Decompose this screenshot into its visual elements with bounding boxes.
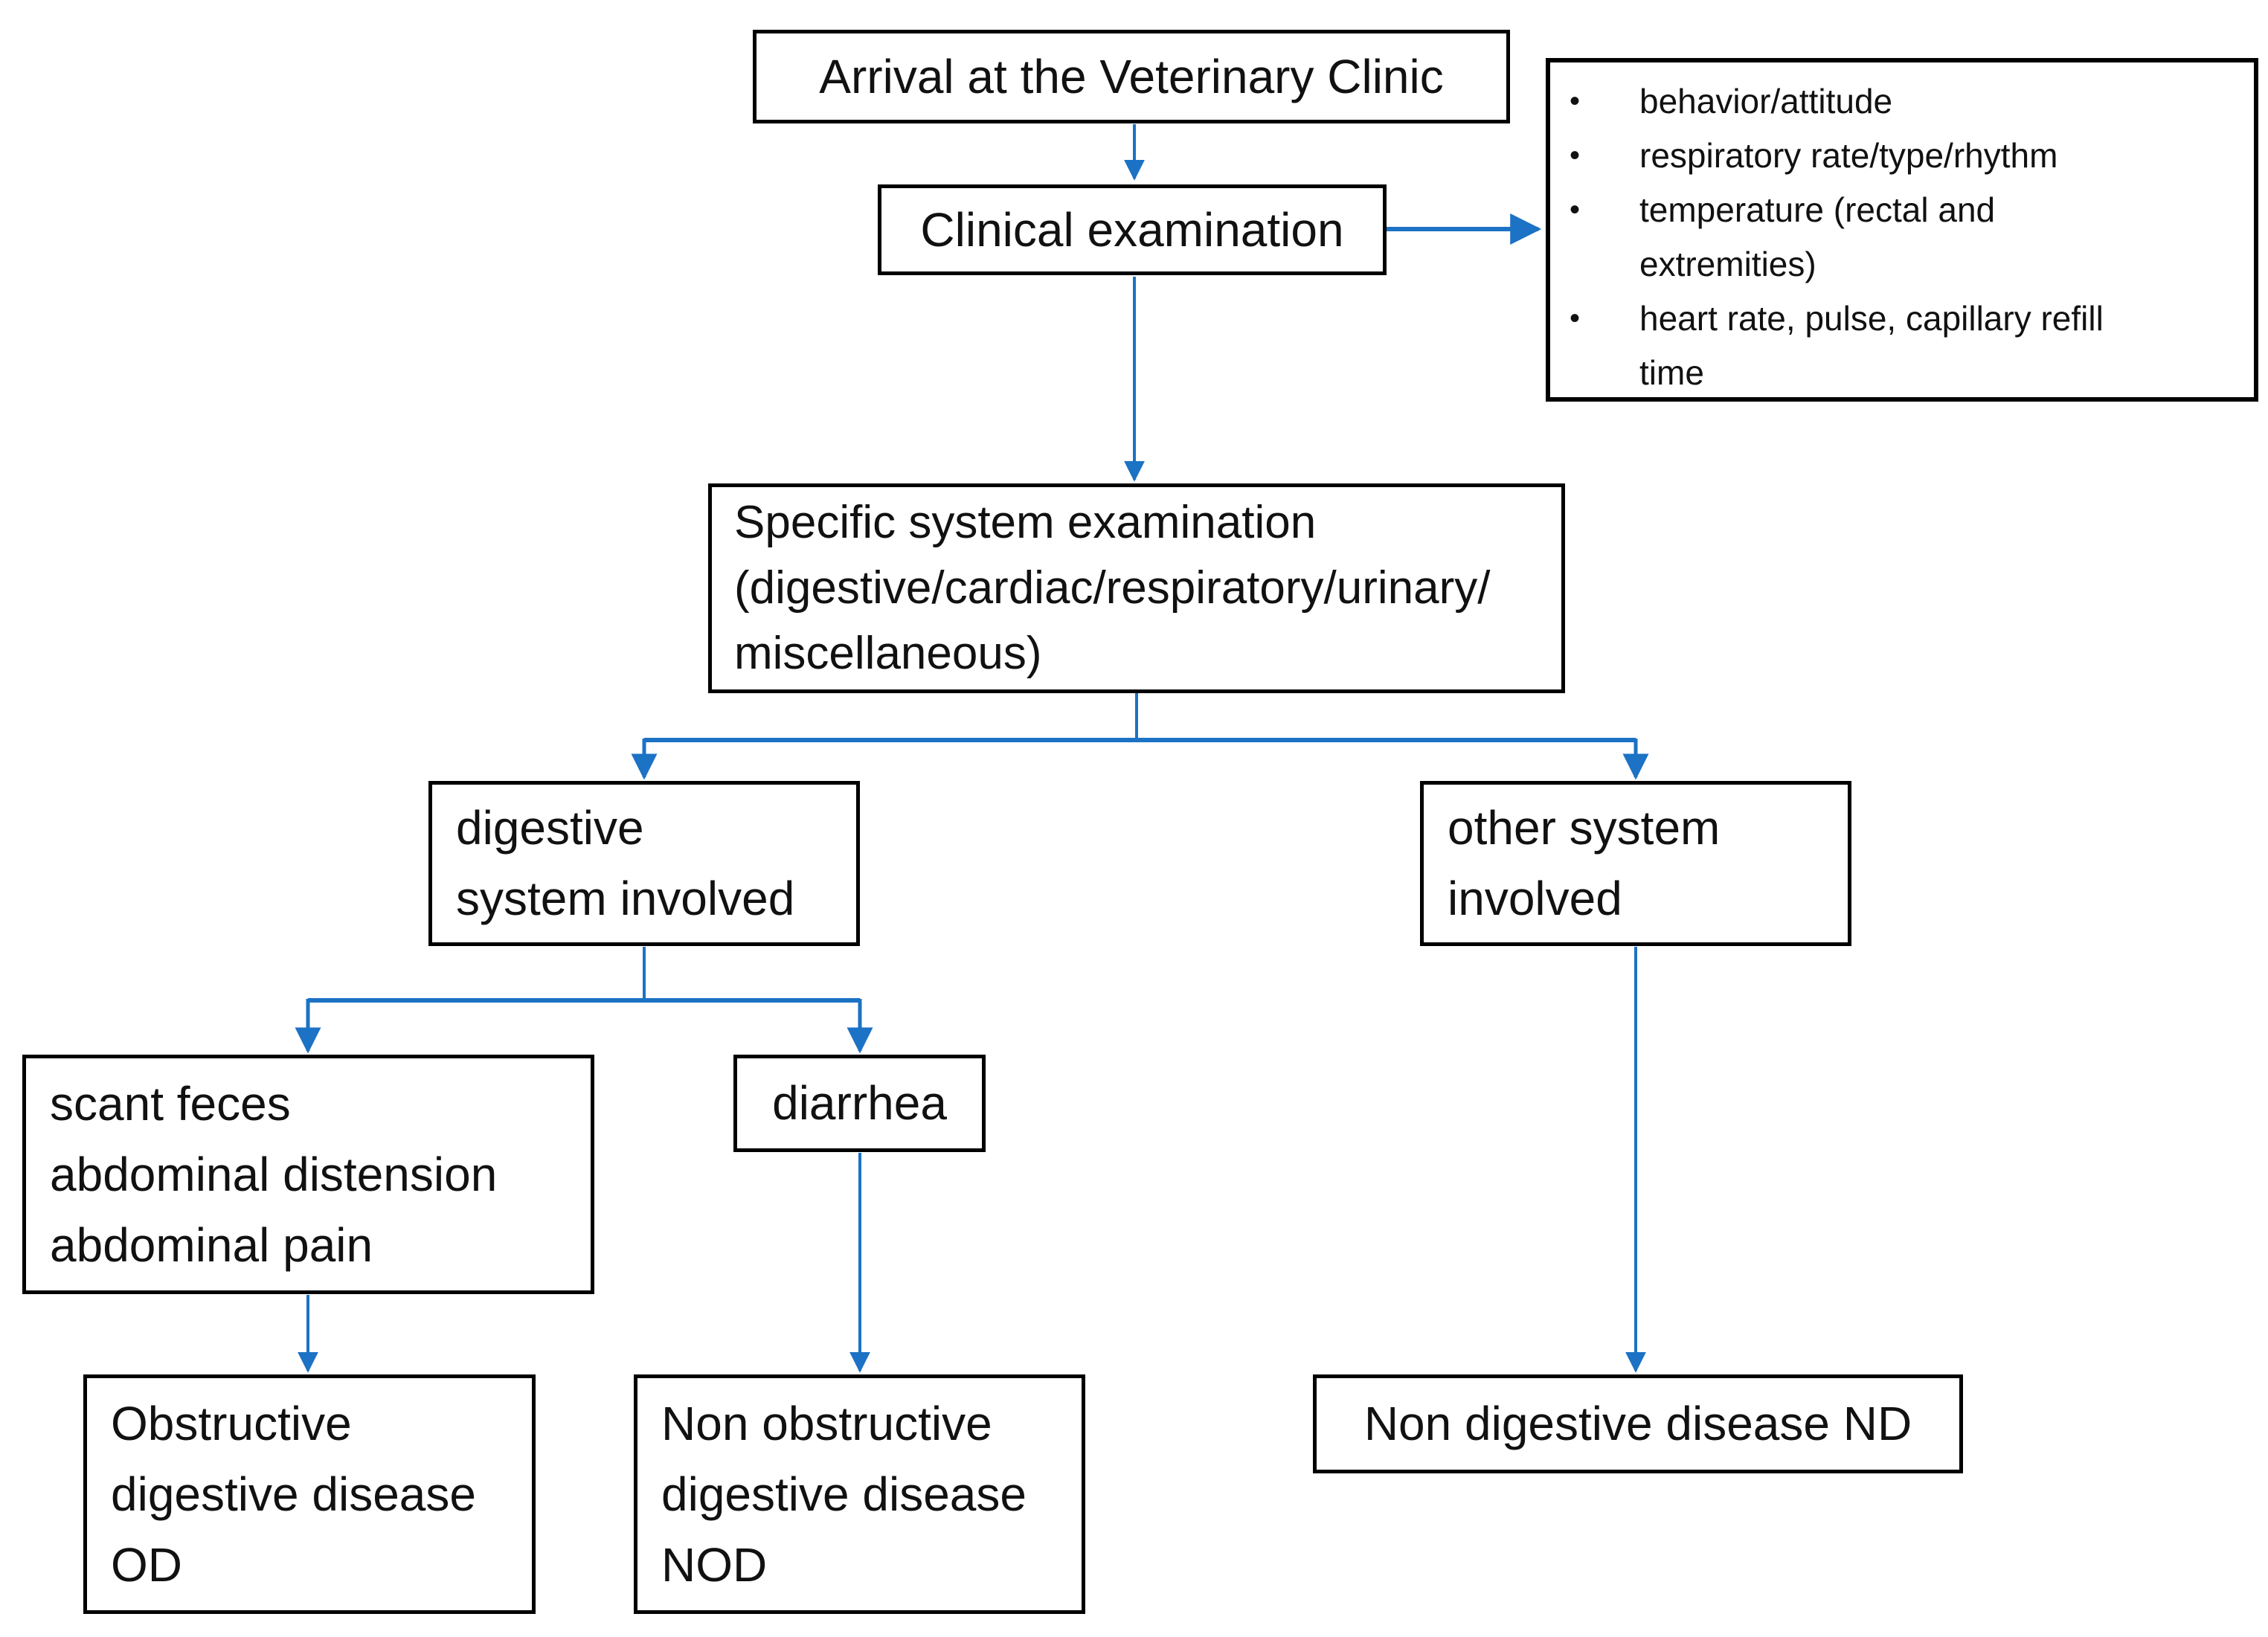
node-non-digestive-disease-label: Non digestive disease ND — [1363, 1397, 1912, 1450]
bullet-marker: • — [1570, 193, 1581, 226]
node-digestive-system-involved-label: digestive system involved — [456, 801, 795, 925]
checklist-item-text: heart rate, pulse, capillary refill time — [1639, 299, 2104, 392]
node-scant-feces-symptoms: scant feces abdominal distension abdomin… — [22, 1055, 594, 1294]
node-obstructive-digestive-disease-label: Obstructive digestive disease OD — [111, 1396, 476, 1592]
bullet-marker: • — [1570, 302, 1581, 335]
node-non-obstructive-digestive-disease: Non obstructive digestive disease NOD — [634, 1374, 1085, 1614]
bullet-marker: • — [1570, 139, 1581, 172]
node-clinical-examination-label: Clinical examination — [920, 202, 1344, 257]
node-obstructive-digestive-disease: Obstructive digestive disease OD — [83, 1374, 536, 1614]
node-scant-feces-symptoms-label: scant feces abdominal distension abdomin… — [50, 1076, 498, 1272]
checklist-item: • heart rate, pulse, capillary refill tim… — [1550, 292, 2236, 400]
bullet-marker: • — [1570, 85, 1581, 118]
node-clinical-examination: Clinical examination — [878, 184, 1387, 275]
node-other-system-involved: other system involved — [1420, 781, 1851, 946]
checklist-item-text: behavior/attitude — [1639, 82, 1893, 120]
clinical-checklist-panel: • behavior/attitude • respiratory rate/type… — [1546, 58, 2258, 402]
node-diarrhea: diarrhea — [733, 1055, 986, 1152]
checklist-item: • temperature (rectal and extremities) — [1550, 183, 2236, 292]
node-arrival: Arrival at the Veterinary Clinic — [753, 30, 1510, 123]
node-other-system-involved-label: other system involved — [1448, 801, 1721, 925]
checklist-item: • respiratory rate/type/rhythm — [1550, 129, 2236, 183]
node-non-digestive-disease: Non digestive disease ND — [1313, 1374, 1963, 1473]
node-specific-system-examination-label: Specific system examination (digestive/c… — [734, 497, 1491, 679]
node-arrival-label: Arrival at the Veterinary Clinic — [819, 49, 1444, 103]
clinical-checklist: • behavior/attitude • respiratory rate/type… — [1550, 74, 2236, 400]
node-digestive-system-involved: digestive system involved — [428, 781, 860, 946]
checklist-item-text: respiratory rate/type/rhythm — [1639, 136, 2058, 175]
checklist-item: • behavior/attitude — [1550, 74, 2236, 129]
checklist-item-text: temperature (rectal and extremities) — [1639, 190, 1996, 283]
node-specific-system-examination: Specific system examination (digestive/c… — [708, 483, 1565, 693]
node-non-obstructive-digestive-disease-label: Non obstructive digestive disease NOD — [661, 1396, 1027, 1592]
node-diarrhea-label: diarrhea — [772, 1076, 947, 1130]
